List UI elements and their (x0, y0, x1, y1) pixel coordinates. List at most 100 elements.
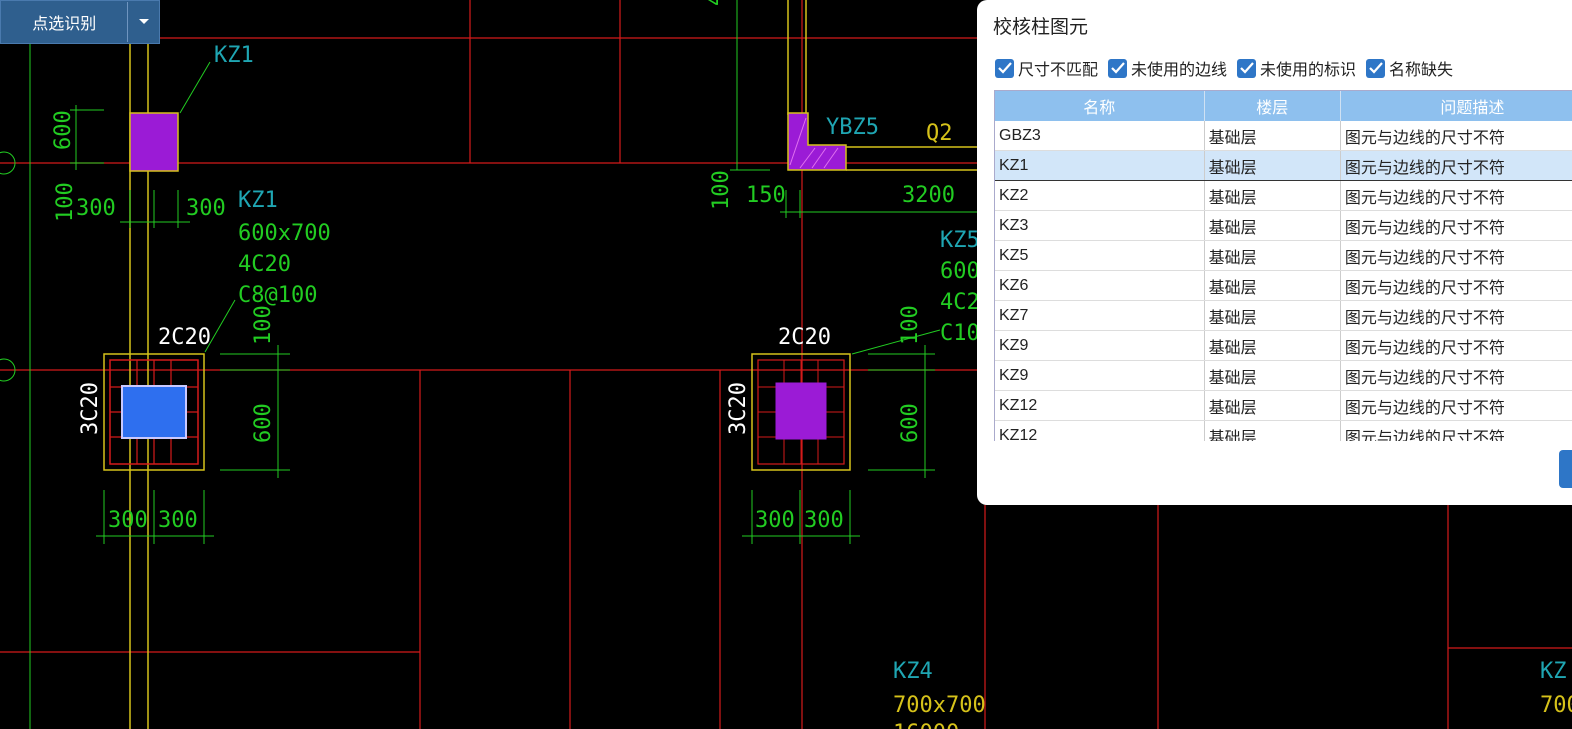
filter-label: 尺寸不匹配 (1018, 62, 1099, 79)
cell-name: KZ9 (995, 330, 1205, 361)
filter-size-mismatch[interactable]: 尺寸不匹配 (995, 56, 1098, 80)
checkbox-checked-icon[interactable] (1237, 58, 1257, 78)
filter-bar: 尺寸不匹配 未使用的边线 未使用的标识 名称缺失 (995, 56, 1463, 80)
cell-floor: 基础层 (1204, 150, 1341, 181)
cell-floor: 基础层 (1204, 121, 1341, 151)
rebar-2c20-right: 2C20 (778, 325, 831, 350)
cell-floor: 基础层 (1204, 240, 1341, 271)
cell-floor: 基础层 (1204, 360, 1341, 391)
dim-300-a: 300 (76, 196, 116, 221)
checkbox-checked-icon[interactable] (995, 58, 1014, 78)
cell-name: KZ12 (995, 390, 1205, 421)
kz-edge-size: 700 (1540, 693, 1572, 718)
column-header-desc[interactable]: 问题描述 (1340, 91, 1572, 121)
kz1-top-label: KZ1 (214, 43, 254, 68)
dim-100-d: 100 (898, 305, 923, 345)
ybz5-label: YBZ5 (826, 115, 879, 140)
kz1-size: 600x700 (238, 221, 331, 246)
cell-name: KZ5 (995, 240, 1205, 271)
cell-desc: 图元与边线的尺寸不符 (1340, 390, 1572, 421)
cell-desc: 图元与边线的尺寸不符 (1340, 180, 1572, 211)
dim-300-b: 300 (186, 196, 226, 221)
cell-name: KZ6 (995, 270, 1205, 301)
kz1-stirrup: C8@100 (238, 283, 317, 308)
chevron-down-icon[interactable] (128, 18, 159, 26)
cell-desc: 图元与边线的尺寸不符 (1340, 300, 1572, 331)
dim-top: 4 (703, 0, 728, 6)
dim-300-e: 300 (755, 508, 795, 533)
cell-name: KZ9 (995, 360, 1205, 391)
cell-name: KZ3 (995, 210, 1205, 241)
filter-label: 未使用的边线 (1131, 62, 1228, 79)
kz1-rebar: 4C20 (238, 252, 291, 277)
dim-100-c: 100 (709, 170, 734, 210)
cell-name: KZ1 (995, 150, 1205, 181)
cell-desc: 图元与边线的尺寸不符 (1340, 240, 1572, 271)
dialog-title: 校核柱图元 (993, 17, 1089, 38)
filter-label: 名称缺失 (1389, 62, 1454, 79)
kz4-size: 700x700 (893, 693, 986, 718)
dim-100-a: 100 (53, 182, 78, 222)
kz5-name: KZ5 (940, 228, 980, 253)
dim-300-d: 300 (158, 508, 198, 533)
cell-floor: 基础层 (1204, 210, 1341, 241)
cell-desc: 图元与边线的尺寸不符 (1340, 360, 1572, 391)
cell-desc: 图元与边线的尺寸不符 (1340, 330, 1572, 361)
dim-600-b: 600 (251, 403, 276, 443)
cell-name: KZ2 (995, 180, 1205, 211)
kz-edge-name: KZ (1540, 659, 1567, 684)
dim-600-a: 600 (51, 110, 76, 150)
cell-desc: 图元与边线的尺寸不符 (1340, 210, 1572, 241)
filter-unused-edge[interactable]: 未使用的边线 (1108, 56, 1227, 80)
cell-floor: 基础层 (1204, 180, 1341, 211)
cell-desc: 图元与边线的尺寸不符 (1340, 121, 1572, 151)
rebar-3c20-right: 3C20 (726, 382, 751, 435)
cell-desc: 图元与边线的尺寸不符 (1340, 270, 1572, 301)
cell-floor: 基础层 (1204, 330, 1341, 361)
rebar-2c20-left: 2C20 (158, 325, 211, 350)
pick-identify-label: 点选识别 (32, 16, 97, 33)
filter-unused-mark[interactable]: 未使用的标识 (1237, 56, 1356, 80)
dim-100-b: 100 (251, 305, 276, 345)
kz4-extra: 16000 (893, 721, 959, 729)
column-header-name[interactable]: 名称 (995, 91, 1205, 121)
dim-600-c: 600 (898, 403, 923, 443)
kz5-stirrup: C10 (940, 321, 980, 346)
cell-desc: 图元与边线的尺寸不符 (1340, 420, 1572, 441)
pick-identify-button[interactable]: 点选识别 (0, 0, 160, 44)
dim-3200: 3200 (902, 183, 955, 208)
cell-floor: 基础层 (1204, 270, 1341, 301)
q2-label: Q2 (926, 121, 953, 146)
cell-floor: 基础层 (1204, 420, 1341, 441)
column-header-floor[interactable]: 楼层 (1204, 91, 1341, 121)
kz1-name: KZ1 (238, 188, 278, 213)
confirm-button[interactable] (1559, 450, 1572, 488)
checkbox-checked-icon[interactable] (1366, 58, 1386, 78)
dim-300-c: 300 (108, 508, 148, 533)
dim-300-f: 300 (804, 508, 844, 533)
cell-name: GBZ3 (995, 121, 1205, 151)
cell-desc: 图元与边线的尺寸不符 (1340, 150, 1572, 181)
cell-floor: 基础层 (1204, 390, 1341, 421)
cell-name: KZ12 (995, 420, 1205, 441)
cell-name: KZ7 (995, 300, 1205, 331)
toolbar-separator (127, 2, 129, 42)
filter-label: 未使用的标识 (1260, 62, 1357, 79)
filter-missing-name[interactable]: 名称缺失 (1366, 56, 1453, 80)
cell-floor: 基础层 (1204, 300, 1341, 331)
checkbox-checked-icon[interactable] (1108, 58, 1128, 78)
dim-150: 150 (746, 183, 786, 208)
